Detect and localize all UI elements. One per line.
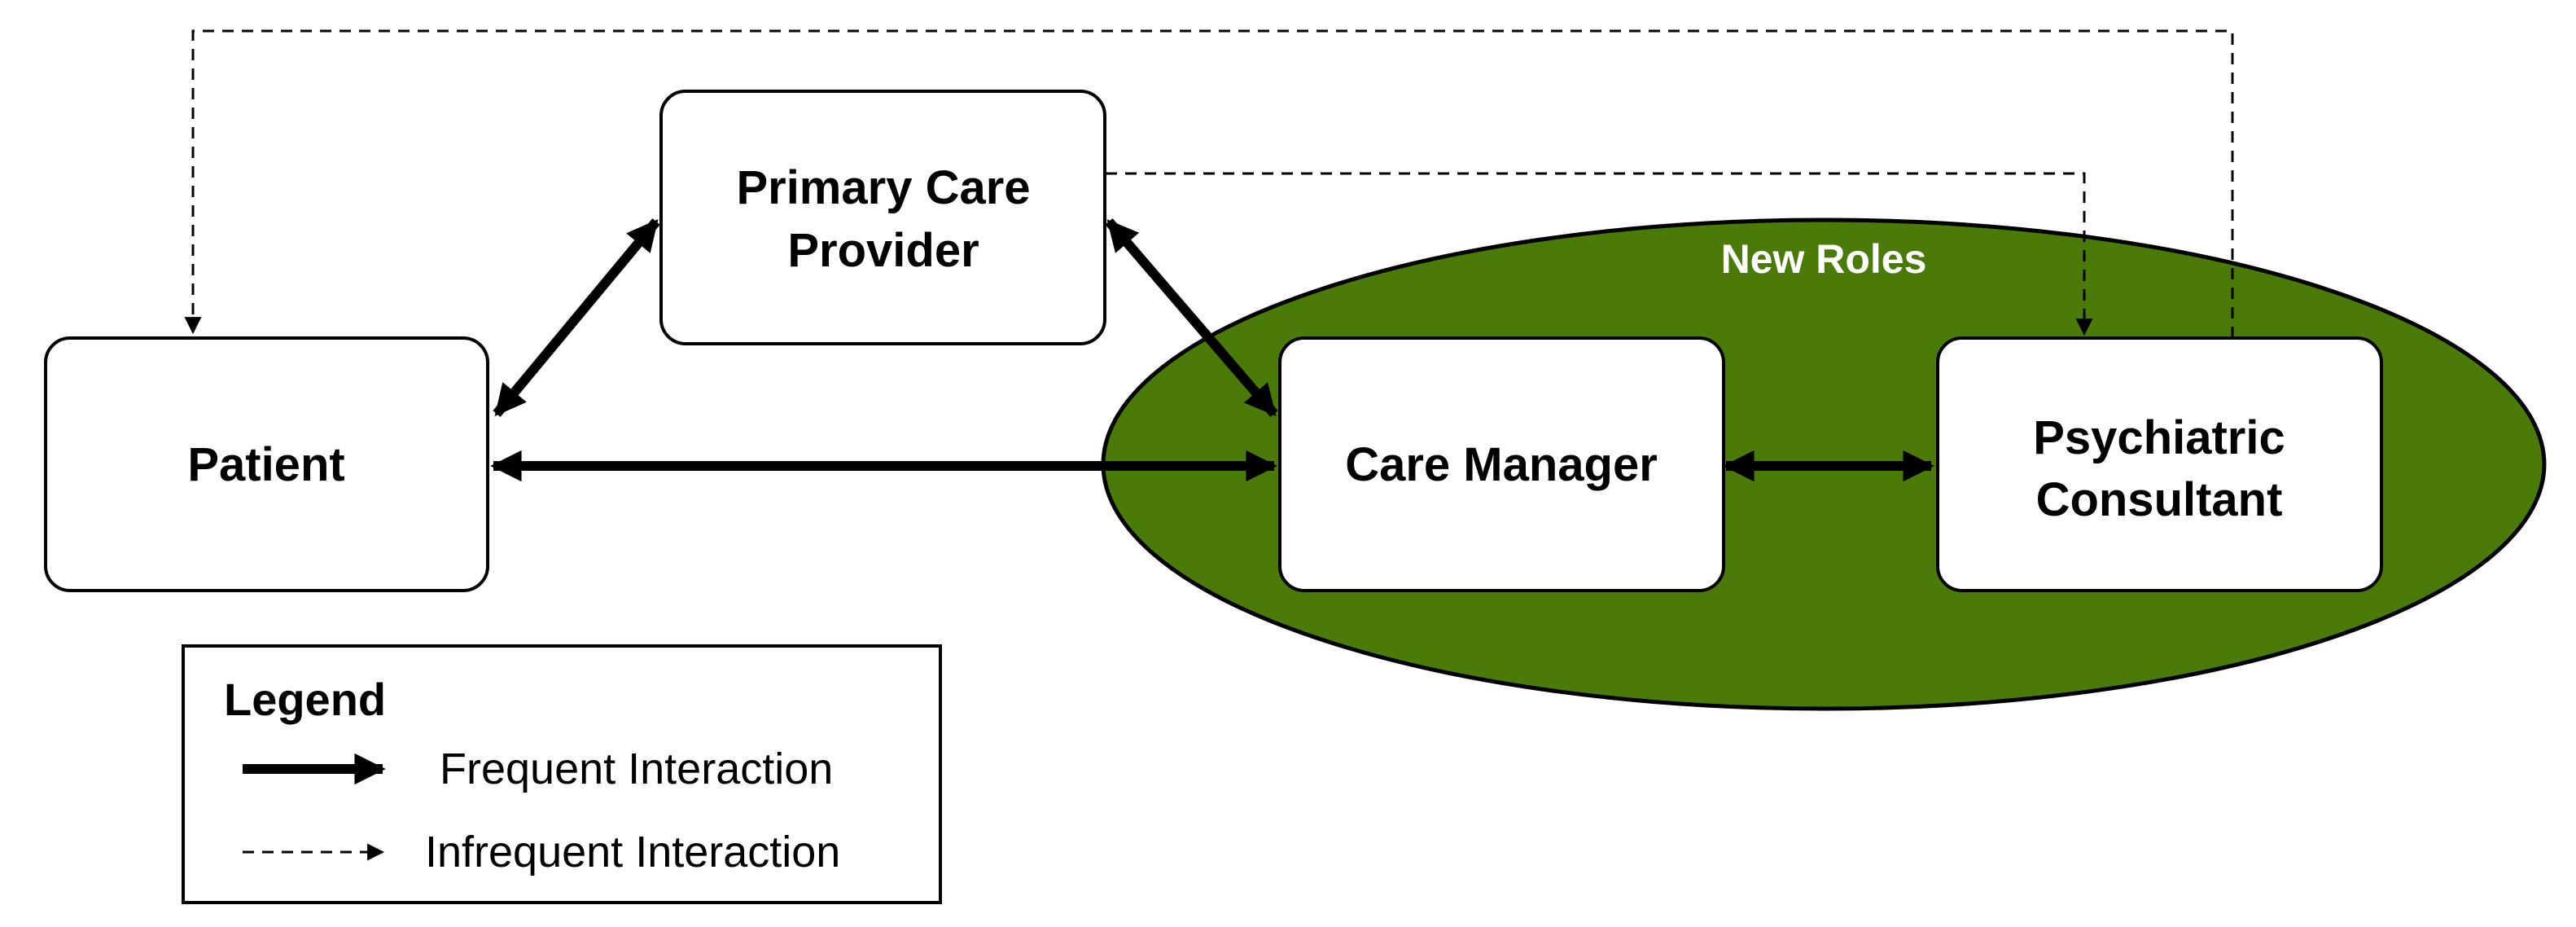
node-primary-care-label-line1: Primary Care: [736, 161, 1030, 214]
node-patient-label: Patient: [187, 438, 344, 491]
legend-infrequent-label: Infrequent Interaction: [425, 828, 840, 876]
edge-primary-to-psychiatric: [1106, 172, 2093, 336]
node-care-manager-label: Care Manager: [1345, 438, 1658, 491]
edge-primary-caremanager: [1105, 218, 1278, 417]
node-patient: Patient: [44, 336, 489, 592]
node-primary-care-label-line2: Provider: [787, 224, 979, 277]
legend-title: Legend: [224, 674, 386, 725]
node-psychiatric-consultant: Psychiatric Consultant: [1936, 336, 2383, 592]
node-psychiatric-label-line1: Psychiatric: [2033, 411, 2285, 464]
legend-frequent-label: Frequent Interaction: [440, 745, 833, 793]
edge-patient-primary: [493, 218, 660, 417]
legend: Legend Frequent Interaction Infrequent I…: [182, 644, 942, 904]
node-care-manager: Care Manager: [1278, 336, 1725, 592]
node-primary-care-provider: Primary Care Provider: [659, 90, 1106, 345]
new-roles-label: New Roles: [1721, 236, 1927, 282]
node-psychiatric-label-line2: Consultant: [2036, 473, 2283, 526]
